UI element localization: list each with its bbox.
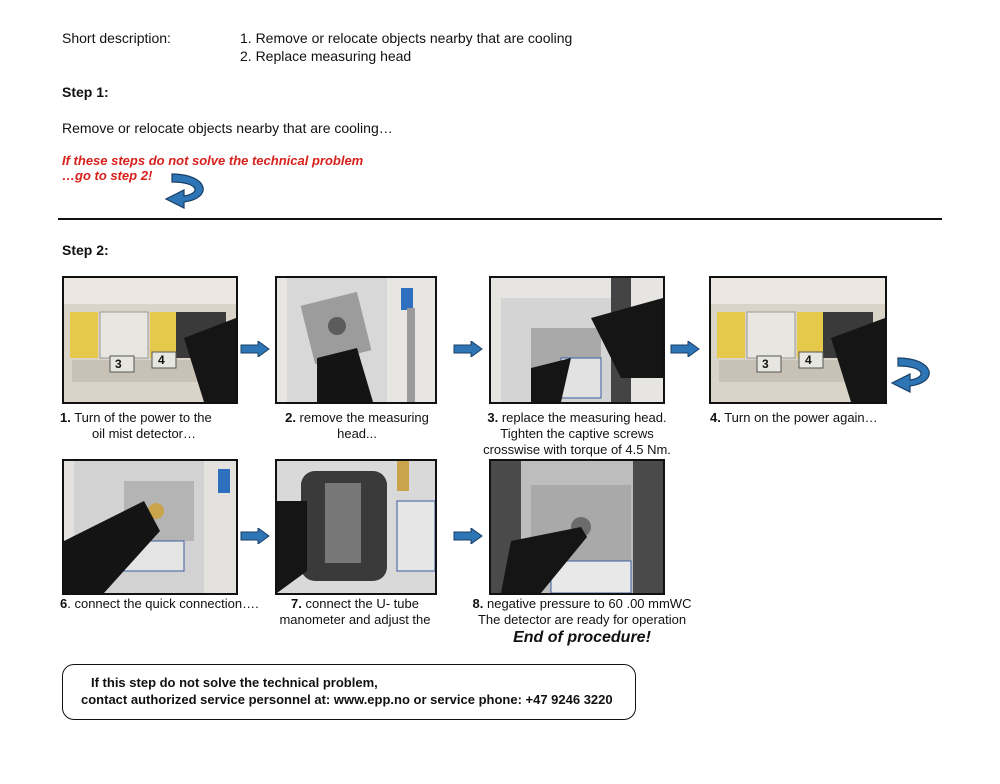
breaker-label-3: 3 bbox=[762, 357, 769, 371]
step-7-photo bbox=[275, 459, 437, 595]
arrow-right-icon bbox=[240, 341, 270, 357]
step-text: Turn on the power again… bbox=[720, 410, 878, 425]
step1-warning-line2: …go to step 2! bbox=[62, 168, 153, 183]
step-1-photo: 3 4 bbox=[62, 276, 238, 404]
step-text: manometer and adjust the bbox=[279, 612, 431, 627]
step-2-photo bbox=[275, 276, 437, 404]
curved-arrow-icon bbox=[890, 357, 930, 393]
arrow-right-icon bbox=[453, 528, 483, 544]
contact-line-1: If this step do not solve the technical … bbox=[91, 675, 378, 690]
step-number: 1. bbox=[60, 410, 71, 425]
step-number: 2. bbox=[285, 410, 296, 425]
step-text: replace the measuring head. bbox=[498, 410, 667, 425]
step-7-caption: 7. connect the U- tube manometer and adj… bbox=[270, 596, 440, 628]
contact-box: If this step do not solve the technical … bbox=[62, 664, 636, 720]
step-1-caption: 1. Turn of the power to the oil mist det… bbox=[54, 410, 234, 442]
step-8-caption: 8. negative pressure to 60 .00 mmWC The … bbox=[462, 596, 702, 646]
step-8-photo bbox=[489, 459, 665, 595]
step-3-caption: 3. replace the measuring head. Tighten t… bbox=[477, 410, 677, 458]
step1-text: Remove or relocate objects nearby that a… bbox=[62, 120, 393, 136]
step-3-photo bbox=[489, 276, 665, 404]
step-text: crosswise with torque of 4.5 Nm. bbox=[483, 442, 671, 457]
breaker-label-4: 4 bbox=[805, 353, 812, 367]
step-text: connect the U- tube bbox=[301, 596, 419, 611]
short-description-item-1: 1. Remove or relocate objects nearby tha… bbox=[240, 30, 573, 46]
step-number: 8. bbox=[472, 596, 484, 611]
step-number: 4. bbox=[710, 410, 721, 425]
breaker-label-3: 3 bbox=[115, 357, 122, 371]
step-6-photo bbox=[62, 459, 238, 595]
step1-heading: Step 1: bbox=[62, 84, 109, 100]
step-text: negative pressure to 60 .00 mmWC bbox=[483, 596, 692, 611]
step-4-photo: 3 4 bbox=[709, 276, 887, 404]
step-2-caption: 2. remove the measuring head... bbox=[272, 410, 442, 442]
step-number: 7. bbox=[291, 596, 302, 611]
step-number: 6 bbox=[60, 596, 68, 611]
arrow-right-icon bbox=[670, 341, 700, 357]
short-description-label: Short description: bbox=[62, 30, 171, 46]
step-text: Turn of the power to the bbox=[70, 410, 212, 425]
step-text: The detector are ready for operation bbox=[477, 612, 687, 627]
arrow-right-icon bbox=[240, 528, 270, 544]
step-text: remove the measuring bbox=[295, 410, 429, 425]
step-text: Tighten the captive screws bbox=[500, 426, 654, 441]
step-6-caption: 6. connect the quick connection…. bbox=[60, 596, 270, 612]
contact-line-2: contact authorized service personnel at:… bbox=[81, 692, 613, 707]
step-text: oil mist detector… bbox=[91, 426, 197, 441]
end-of-procedure: End of procedure! bbox=[513, 629, 651, 646]
arrow-right-icon bbox=[453, 341, 483, 357]
step-4-caption: 4. Turn on the power again… bbox=[710, 410, 900, 426]
step-text: . connect the quick connection…. bbox=[67, 596, 259, 611]
step-number: 3. bbox=[487, 410, 499, 425]
short-description-item-2: 2. Replace measuring head bbox=[240, 48, 412, 64]
step1-warning-line1: If these steps do not solve the technica… bbox=[62, 153, 364, 168]
breaker-label-4: 4 bbox=[158, 353, 165, 367]
section-divider bbox=[58, 218, 942, 220]
curved-arrow-icon bbox=[164, 173, 204, 209]
step-text: head... bbox=[337, 426, 377, 441]
step2-heading: Step 2: bbox=[62, 242, 109, 258]
